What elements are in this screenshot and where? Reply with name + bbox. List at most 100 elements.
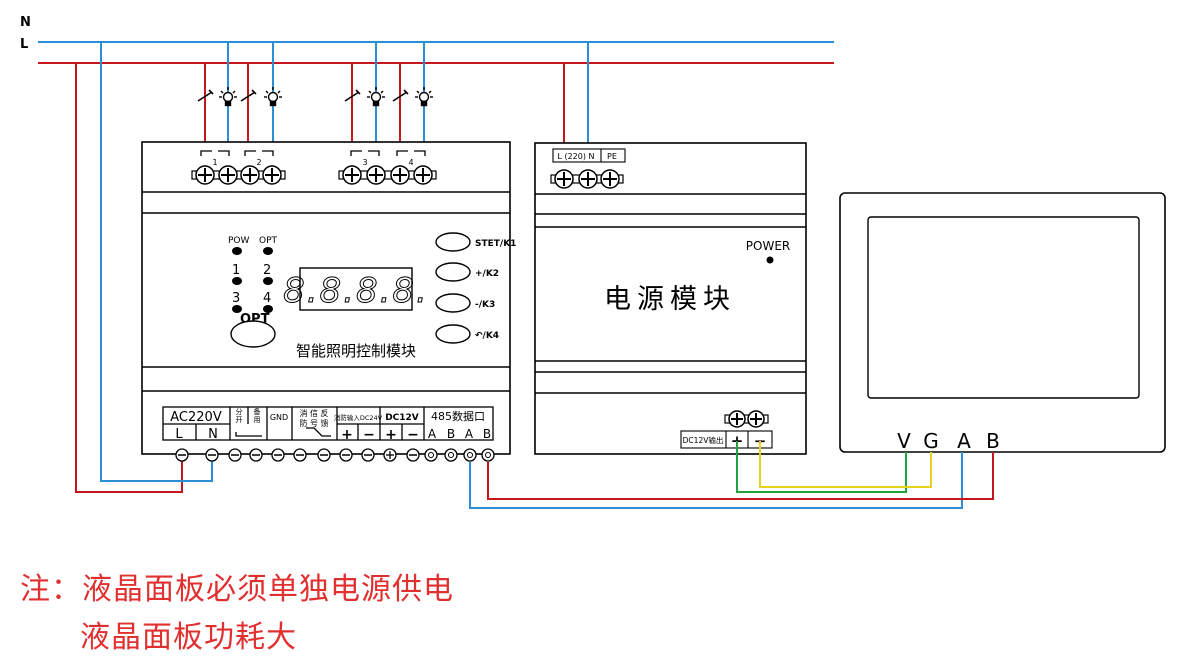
button-k2[interactable]: [435, 262, 471, 282]
screw-terminal: [366, 165, 386, 185]
sep-label-a: 分: [236, 407, 243, 416]
led-pow: [232, 247, 242, 255]
bottom-terminal: [317, 448, 331, 462]
psu-power-label: POWER: [746, 239, 790, 253]
panel-terminal-b: B: [986, 429, 1000, 453]
button-k3[interactable]: [435, 293, 471, 313]
port-485-label: 485数据口: [431, 409, 485, 423]
screw-terminal: [747, 410, 765, 428]
screw-terminal: [554, 169, 574, 189]
psu-input-label: L (220) N: [557, 152, 594, 161]
screw-terminal: [728, 410, 746, 428]
controller-power-feed: [75, 42, 213, 493]
relay-number-1: 1: [212, 158, 217, 167]
relay-output-terminals: [191, 165, 437, 185]
svg-text:+: +: [385, 427, 397, 443]
bottom-terminal: [481, 448, 495, 462]
svg-text:−: −: [363, 427, 375, 443]
button-k4[interactable]: [435, 324, 471, 344]
psu-pe-label: PE: [607, 152, 617, 161]
led-3-label: 3: [232, 291, 240, 306]
fire-label-2: 防 号 馈: [299, 418, 328, 428]
panel-terminal-a: A: [957, 429, 971, 453]
power-supply-module: L (220) N PE POWER 电源模块 DC12V输出 + −: [534, 42, 807, 455]
panel-terminal-v: V: [897, 429, 911, 453]
psu-power-led: [766, 256, 774, 264]
screw-terminal: [600, 169, 620, 189]
button-k4-label: ↶/K4: [475, 331, 499, 341]
button-k1-label: STET/K1: [475, 239, 516, 249]
bottom-terminal: [175, 448, 189, 462]
port-485-b2: B: [483, 427, 491, 441]
mains-l-label: L: [20, 37, 28, 52]
led-opt-label: OPT: [259, 236, 278, 246]
controller-bottom-terminals: [175, 448, 495, 462]
controller-name: 智能照明控制模块: [296, 342, 416, 360]
seven-segment-display: [299, 267, 413, 311]
fire-input-label: 消防输入DC24V: [334, 413, 383, 422]
screw-terminal: [578, 169, 598, 189]
psu-output-terminals: [724, 410, 769, 428]
lighting-controller: 1 2 3 4 POW OPT 1 2 3 4 OPT 8.8.8.8. STE…: [141, 141, 516, 462]
opt-button[interactable]: [230, 320, 276, 348]
terminal-n-label: N: [208, 427, 218, 442]
relay-brackets: [200, 150, 426, 156]
led-1-label: 1: [232, 263, 240, 278]
terminal-l-label: L: [175, 427, 183, 442]
spare-label-b: 用: [254, 416, 261, 424]
screw-terminal: [390, 165, 410, 185]
button-k3-label: -/K3: [475, 300, 495, 310]
bulb-icons: [219, 87, 433, 107]
led-4: [263, 305, 273, 313]
panel-terminal-g: G: [923, 429, 939, 453]
bottom-terminal: [293, 448, 307, 462]
pm-signs: +− +−: [341, 427, 419, 443]
lamp-circuits: [204, 42, 425, 142]
gnd-label: GND: [270, 413, 288, 422]
switch-icons: [197, 89, 409, 102]
bottom-terminal: [444, 448, 458, 462]
svg-text:+: +: [341, 427, 353, 443]
relay-number-4: 4: [408, 158, 413, 167]
led-pow-label: POW: [228, 236, 250, 246]
led-3: [232, 305, 242, 313]
communication-wiring: [469, 441, 994, 509]
psu-output-label: DC12V输出: [683, 435, 724, 445]
mains-n-label: N: [20, 15, 31, 30]
fire-label-1: 消 信 反: [299, 408, 328, 418]
ac220v-label: AC220V: [170, 410, 222, 425]
led-2-label: 2: [263, 263, 271, 278]
led-4-label: 4: [263, 291, 271, 306]
relay-number-2: 2: [256, 158, 261, 167]
note-line-1: 注：液晶面板必须单独电源供电: [20, 572, 454, 607]
button-k1[interactable]: [435, 232, 471, 252]
port-485-a1: A: [428, 427, 437, 441]
display-digits: 8.8.8.8.: [283, 271, 429, 311]
port-485-a2: A: [465, 427, 474, 441]
relay-number-3: 3: [362, 158, 367, 167]
psu-input-terminals: [550, 169, 624, 189]
led-1: [232, 277, 242, 285]
bottom-terminal: [339, 448, 353, 462]
note-line-2: 液晶面板功耗大: [80, 620, 297, 655]
lcd-screen: [867, 216, 1140, 399]
screw-terminal: [342, 165, 362, 185]
spare-label-a: 备: [254, 407, 261, 416]
bottom-terminal: [463, 448, 477, 462]
screw-terminal: [195, 165, 215, 185]
sep-label-b: 开: [236, 416, 243, 424]
dc12v-label: DC12V: [385, 413, 419, 423]
screw-terminal: [218, 165, 238, 185]
terminal-label-strip: [162, 406, 494, 441]
bottom-terminal: [424, 448, 438, 462]
bottom-terminal: [383, 448, 397, 462]
bottom-terminal: [249, 448, 263, 462]
screw-terminal: [240, 165, 260, 185]
bottom-terminal: [361, 448, 375, 462]
screw-terminal: [413, 165, 433, 185]
lcd-panel: V G A B: [839, 192, 1166, 453]
psu-title: 电源模块: [604, 284, 736, 315]
button-k2-label: +/K2: [475, 269, 499, 279]
bottom-terminal: [271, 448, 285, 462]
svg-text:−: −: [407, 427, 419, 443]
